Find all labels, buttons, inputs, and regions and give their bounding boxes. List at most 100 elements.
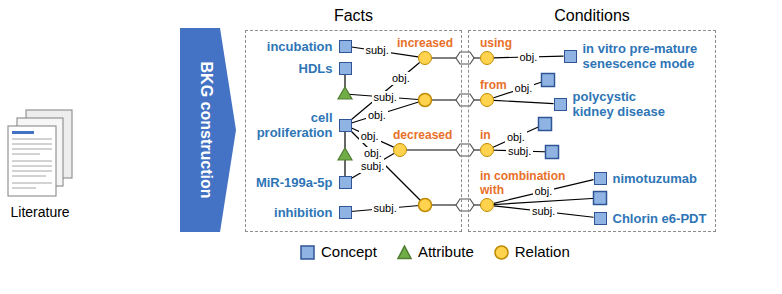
relation-circle: [419, 199, 432, 212]
edge-tag: subj.: [530, 205, 557, 218]
concept-label: MiR-199a-5p: [256, 175, 333, 190]
legend-swatch: [495, 246, 508, 259]
concept-square: [539, 118, 552, 131]
concept-label: nimotuzumab: [613, 171, 698, 186]
concept-square: [339, 206, 352, 219]
concept-square: [546, 146, 559, 159]
relation-label: from: [480, 78, 507, 92]
concept-node: cell proliferation: [249, 110, 352, 140]
panel-heading: Facts: [246, 6, 461, 26]
connector-line: [352, 128, 394, 147]
edge-tag: obj.: [359, 130, 381, 143]
label-tag: obj.: [362, 147, 384, 160]
wire: [345, 100, 425, 125]
edge-label: subj.: [364, 44, 391, 57]
link-hexagon: [456, 144, 474, 156]
legend-swatch-box: [300, 245, 315, 260]
label-tag: subj.: [506, 145, 533, 158]
legend-swatch: [398, 246, 411, 259]
connector-line: [494, 206, 594, 217]
legend-swatch-box: [494, 245, 509, 260]
wire-group: [345, 68, 600, 212]
concept-node: MiR-199a-5p: [256, 175, 352, 190]
concept-square: [554, 98, 567, 111]
edge-label: obj.: [362, 147, 384, 160]
label-tag: obj.: [505, 131, 527, 144]
panel-heading: Conditions: [469, 6, 715, 26]
attribute-triangle: [338, 148, 352, 160]
relation-circle: [418, 51, 432, 65]
dashed-panel: FactsincubationHDLscell proliferationMiR…: [245, 30, 462, 232]
concept-node: in vitro pre-mature senescence mode: [564, 41, 711, 71]
relation-circle: [480, 93, 494, 107]
label-tag: obj.: [366, 109, 388, 122]
concept-node: Chlorin e6-PDT: [594, 211, 707, 226]
process-arrow-band: [180, 28, 236, 232]
label-tag: subj.: [372, 202, 399, 215]
relation-node: decreased: [393, 128, 452, 157]
edge-label: subj.: [530, 205, 557, 218]
legend-item: Concept: [300, 243, 377, 261]
relation-circle: [393, 143, 407, 157]
edge-label: subj.: [372, 91, 399, 104]
edge-tag: subj.: [359, 160, 386, 173]
concept-square: [339, 176, 352, 189]
label-tag: Literature: [11, 204, 70, 221]
edge-label: obj.: [359, 130, 381, 143]
concept-label: cell proliferation: [249, 110, 333, 140]
relation-label: in: [480, 128, 491, 142]
relation-label: using: [480, 36, 512, 50]
edge-tag: obj.: [518, 51, 540, 64]
label-tag: BKG construction: [138, 120, 275, 140]
concept-node: polycystic kidney disease: [554, 89, 673, 119]
relation-circle: [480, 51, 494, 65]
legend-item: Attribute: [397, 243, 474, 261]
edge-label: obj.: [505, 131, 527, 144]
paper-header: [12, 131, 34, 134]
relation-node: in: [480, 128, 494, 157]
label-tag: obj.: [513, 82, 535, 95]
edge-tag: obj.: [533, 185, 555, 198]
concept-label: in vitro pre-mature senescence mode: [583, 41, 711, 71]
edge-label: obj.: [390, 72, 412, 85]
concept-node: inhibition: [274, 205, 351, 220]
relation-node: from: [480, 78, 507, 107]
concept-square: [594, 192, 607, 205]
legend-label: Relation: [515, 243, 570, 261]
connector-line: [494, 100, 554, 103]
concept-square: [594, 212, 607, 225]
legend: Concept Attribute Relation: [300, 243, 570, 261]
legend-label: Attribute: [418, 243, 474, 261]
paper-text-lines: [12, 139, 52, 188]
concept-node: HDLs: [299, 61, 352, 76]
connector-line: [494, 180, 594, 204]
caption-text: Literature: [11, 204, 70, 221]
link-hexagon: [456, 199, 474, 211]
attribute-triangle: [338, 87, 352, 99]
concept-square: [339, 62, 352, 75]
relation-label: decreased: [393, 128, 452, 142]
label-tag: subj.: [372, 91, 399, 104]
concept-label: polycystic kidney disease: [573, 89, 673, 119]
link-hexagon: [456, 52, 474, 64]
concept-node: nimotuzumab: [594, 171, 698, 186]
concept-label: Chlorin e6-PDT: [613, 211, 707, 226]
concept-square: [594, 172, 607, 185]
edge-label: obj.: [533, 185, 555, 198]
legend-item: Relation: [494, 243, 570, 261]
relation-circle: [480, 198, 494, 212]
literature-icon: [8, 110, 72, 196]
concept-square: [339, 40, 352, 53]
relation-node: using: [480, 36, 512, 65]
paper-sheet: [8, 126, 56, 196]
concept-label: inhibition: [274, 205, 332, 220]
edge-tag: subj.: [364, 44, 391, 57]
link-hexagon: [456, 94, 474, 106]
relation-circle: [419, 94, 432, 107]
concept-square: [339, 119, 352, 132]
edge-label: subj.: [372, 202, 399, 215]
relation-label: increased: [397, 36, 453, 50]
edge-tag: obj.: [390, 72, 412, 85]
concept-square: [542, 74, 555, 87]
